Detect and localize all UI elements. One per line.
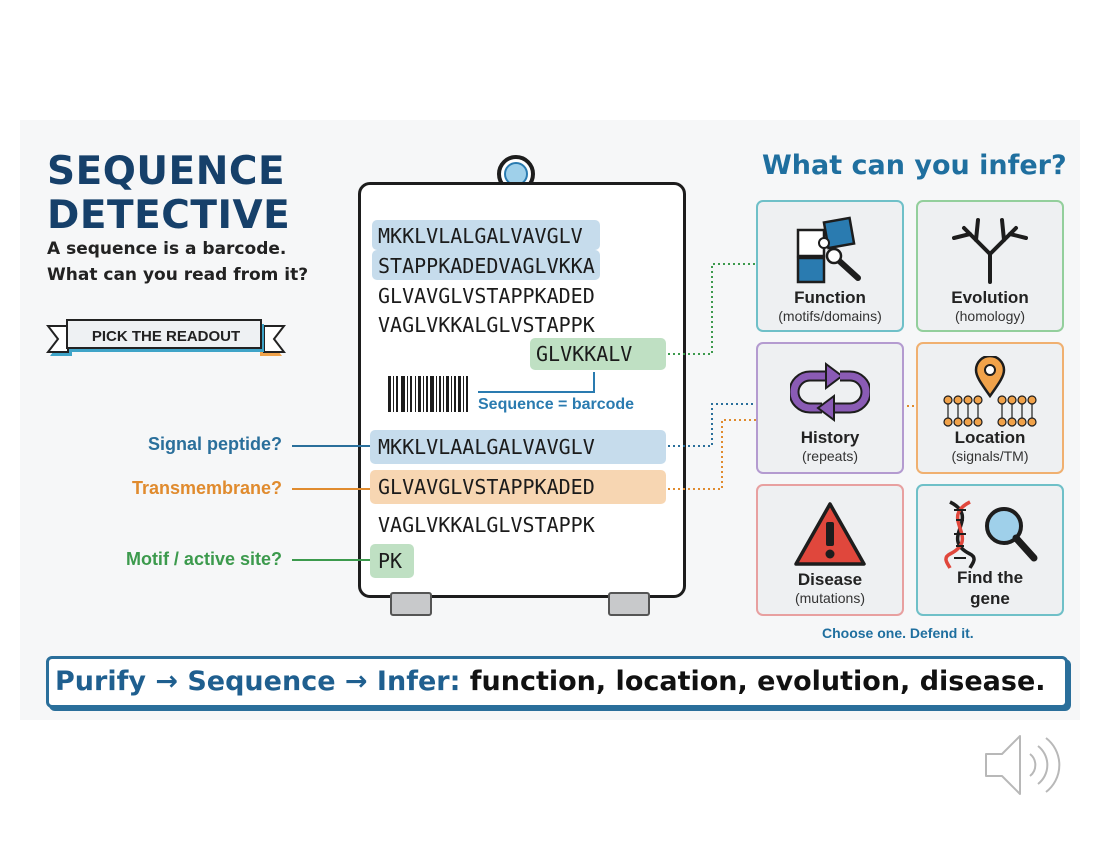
highlight-transmembrane	[370, 470, 666, 504]
page-title: SEQUENCE DETECTIVE	[47, 150, 290, 238]
pick-readout-banner: PICK THE READOUT	[46, 316, 286, 362]
machine-foot-right	[608, 592, 650, 616]
card-title: Location	[954, 428, 1026, 447]
card-history[interactable]: History (repeats)	[756, 342, 904, 474]
card-title: Find the	[956, 568, 1024, 587]
summary-text: Purify → Sequence → Infer: function, loc…	[55, 663, 1046, 701]
subtitle-line-2: What can you read from it?	[47, 265, 309, 285]
probe-motif: PK	[378, 549, 403, 573]
card-subtitle: gene	[970, 589, 1010, 608]
sequence-line-4: VAGLVKKALGLVSTAPPK	[378, 313, 595, 337]
card-title: Disease	[797, 570, 863, 589]
summary-steps: Purify → Sequence → Infer:	[55, 666, 461, 697]
probe-transmembrane: GLVAVGLVSTAPPKADED	[378, 475, 595, 499]
card-function[interactable]: Function (motifs/domains)	[756, 200, 904, 332]
speaker-icon[interactable]	[982, 732, 1066, 798]
cycle-arrows-icon	[790, 362, 870, 422]
warning-icon	[794, 502, 866, 566]
highlight-top-line-1	[372, 220, 600, 250]
highlight-motif-pk	[370, 544, 414, 578]
sequence-line-2: STAPPKADEDVAGLVKKA	[378, 254, 595, 278]
label-transmembrane: Transmembrane?	[131, 478, 282, 498]
card-subtitle: (signals/TM)	[951, 448, 1029, 464]
dna-magnifier-icon	[944, 500, 1038, 569]
card-disease[interactable]: Disease (mutations)	[756, 484, 904, 616]
machine-foot-left	[390, 592, 432, 616]
ribbon-shape	[46, 319, 286, 356]
barcode-icon	[388, 376, 468, 412]
summary-bar: Purify → Sequence → Infer: function, loc…	[46, 656, 1068, 708]
probe-line-plain: VAGLVKKALGLVSTAPPK	[378, 513, 595, 537]
label-motif: Motif / active site?	[125, 549, 282, 569]
title-line-1: SEQUENCE	[47, 149, 286, 194]
tree-icon	[952, 218, 1028, 284]
highlight-signal-peptide	[370, 430, 666, 464]
card-subtitle: (repeats)	[801, 448, 859, 464]
card-find-gene[interactable]: Find the gene	[916, 484, 1064, 616]
sequence-line-1: MKKLVLALGALVAVGLV	[378, 224, 583, 248]
card-subtitle: (mutations)	[794, 590, 866, 606]
card-title: Evolution	[951, 288, 1029, 307]
infer-title: What can you infer?	[762, 150, 1067, 181]
card-evolution[interactable]: Evolution (homology)	[916, 200, 1064, 332]
card-subtitle: (motifs/domains)	[778, 308, 882, 324]
card-subtitle: (homology)	[954, 308, 1026, 324]
sequence-line-3: GLVAVGLVSTAPPKADED	[378, 284, 595, 308]
card-location[interactable]: Location (signals/TM)	[916, 342, 1064, 474]
card-title: History	[800, 428, 860, 447]
label-signal-peptide: Signal peptide?	[147, 434, 282, 454]
barcode-label: Sequence = barcode	[478, 396, 635, 413]
title-line-2: DETECTIVE	[47, 193, 291, 238]
banner-label: PICK THE READOUT	[91, 328, 241, 345]
highlight-motif-top	[530, 338, 666, 370]
puzzle-wrench-icon	[796, 216, 861, 284]
membrane-pin-icon	[943, 356, 1037, 427]
probe-signal-peptide: MKKLVLAALGALVAVGLV	[378, 435, 595, 459]
summary-outcomes: function, location, evolution, disease.	[460, 666, 1046, 697]
choose-instruction: Choose one. Defend it.	[822, 625, 974, 641]
highlight-top-line-2	[372, 250, 600, 280]
sequence-line-5: GLVKKALV	[536, 342, 633, 366]
subtitle-line-1: A sequence is a barcode.	[47, 239, 287, 259]
card-title: Function	[794, 288, 866, 307]
subtitle: A sequence is a barcode. What can you re…	[47, 236, 308, 288]
